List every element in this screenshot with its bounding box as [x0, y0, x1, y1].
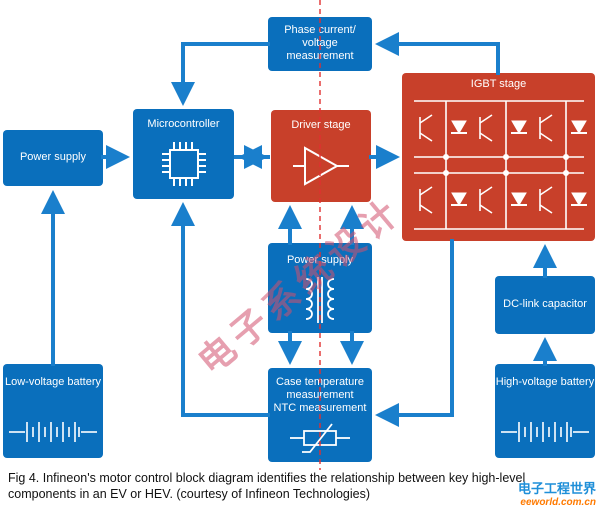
battery-icon [9, 422, 97, 442]
low-voltage-battery-block: Low-voltage battery [3, 364, 103, 458]
power-supply-left-block: Power supply [3, 130, 103, 186]
logo-line1: 电子工程世界 [517, 481, 596, 496]
battery-icon [501, 422, 589, 442]
driver-stage-label: Driver stage [291, 119, 351, 131]
microcontroller-label: Microcontroller [147, 118, 220, 130]
logo-line2: eeworld.com.cn [520, 497, 596, 508]
dc-link-label: DC-link capacitor [503, 298, 587, 310]
phase-current-voltage-measurement-block: Phase current/ voltage measurement [268, 17, 372, 71]
low-voltage-battery-label: Low-voltage battery [5, 376, 101, 388]
igbt-stage-block: IGBT stage [402, 73, 595, 241]
case-temp-line2: measurement [286, 389, 354, 401]
figure-caption: Fig 4. Infineon's motor control block di… [8, 470, 593, 502]
high-voltage-battery-label: High-voltage battery [495, 376, 595, 388]
power-supply-center-label: Power supply [286, 254, 354, 266]
dc-link-capacitor-block: DC-link capacitor [495, 276, 595, 334]
high-voltage-battery-block: High-voltage battery [495, 364, 595, 458]
eeworld-logo: 电子工程世界 eeworld.com.cn [518, 478, 596, 508]
igbt-stage-label: IGBT stage [470, 78, 527, 90]
arrow-phase-to-micro [171, 42, 270, 106]
caption-line2: components in an EV or HEV. (courtesy of… [8, 487, 371, 501]
arrow-igbt-to-phase [375, 32, 500, 75]
microcontroller-block: Microcontroller [133, 109, 234, 199]
igbt-bridge-icon [414, 100, 587, 230]
driver-stage-block: Driver stage [271, 110, 371, 202]
microchip-icon [162, 142, 206, 186]
arrow-igbt-to-temp [375, 239, 454, 427]
power-supply-left-label: Power supply [19, 151, 87, 163]
transformer-icon [305, 277, 335, 323]
caption-line1: Fig 4. Infineon's motor control block di… [8, 471, 526, 485]
amplifier-icon [293, 146, 349, 186]
arrow-temp-to-micro [171, 202, 270, 417]
